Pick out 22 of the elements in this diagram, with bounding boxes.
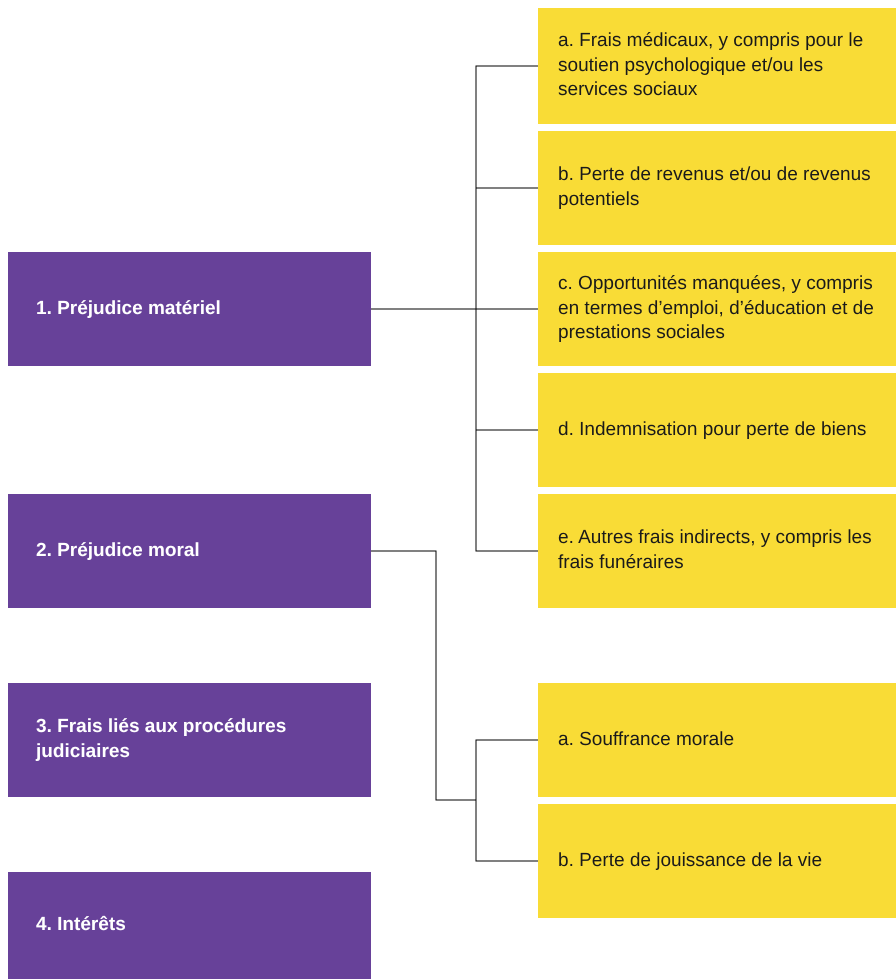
box-label: b. Perte de revenus et/ou de revenus potentiels	[558, 163, 872, 212]
category-box	[8, 872, 371, 979]
box-label: a. Souffrance morale	[558, 728, 734, 752]
box-label: 1. Préjudice matériel	[36, 296, 221, 321]
box-label: 4. Intérêts	[36, 913, 126, 938]
box-label: 2. Préjudice moral	[36, 538, 200, 563]
box-label: e. Autres frais indirects, y compris les frais funéraires	[558, 526, 873, 575]
subcategory-box	[538, 131, 896, 245]
box-label: 3. Frais liés aux procédures judiciaires	[36, 715, 288, 764]
box-label: b. Perte de jouissance de la vie	[558, 848, 822, 873]
subcategory-box	[538, 252, 896, 366]
category-box	[8, 252, 371, 366]
subcategory-box	[538, 8, 896, 124]
box-label: d. Indemnisation pour perte de biens	[558, 418, 866, 442]
subcategory-box	[538, 494, 896, 608]
category-box	[8, 683, 371, 797]
box-label: a. Frais médicaux, y compris pour le soutien psychologique et/ou les services sociaux	[558, 28, 864, 102]
category-box	[8, 494, 371, 608]
box-label: c. Opportunités manquées, y compris en termes d’emploi, d’éducation et de prestations sociales	[558, 272, 875, 346]
subcategory-box	[538, 804, 896, 918]
subcategory-box	[538, 683, 896, 797]
subcategory-box	[538, 373, 896, 487]
